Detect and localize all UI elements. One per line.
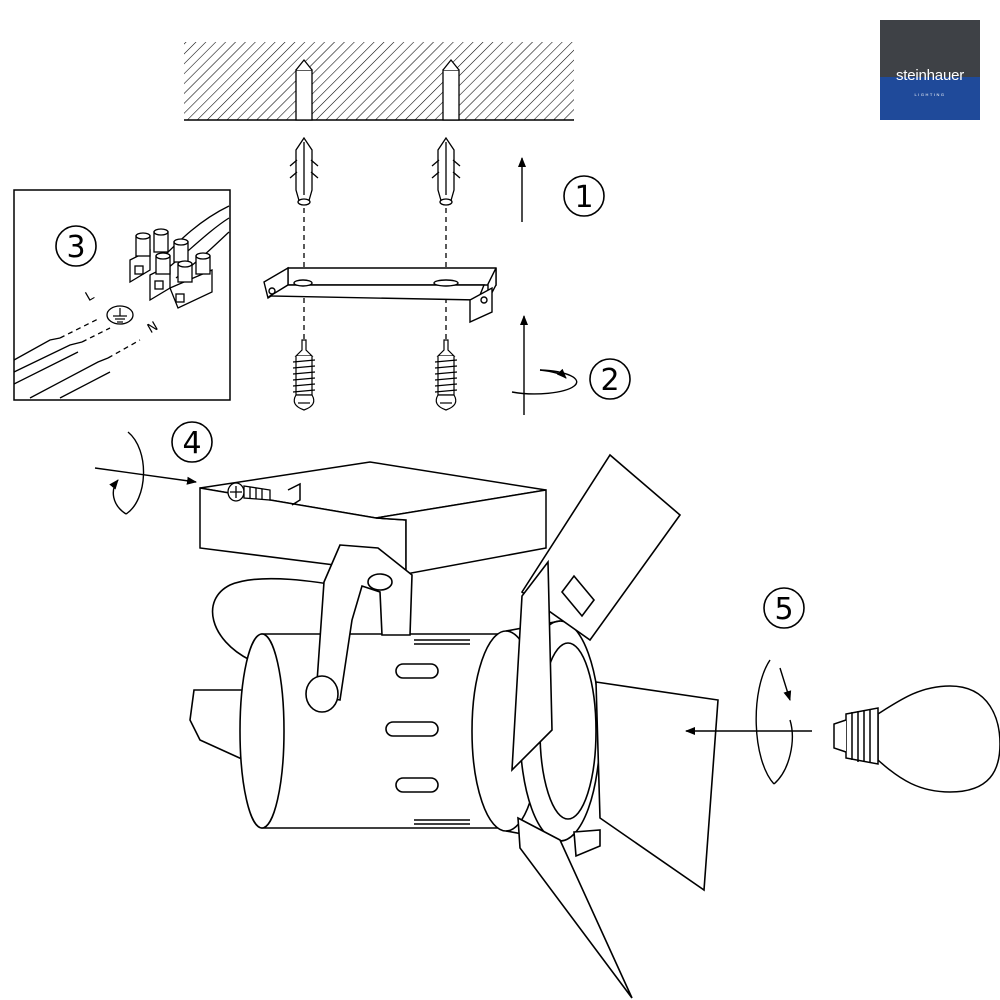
cover-screw: [227, 482, 271, 502]
step-1-marker: 1: [563, 175, 605, 217]
brand-logo-lower-band: [880, 77, 980, 120]
wall-plug-left: [289, 136, 319, 206]
svg-text:5: 5: [774, 592, 793, 627]
step-3-marker: 3: [55, 225, 97, 267]
svg-text:1: 1: [574, 180, 593, 215]
mounting-bracket: [263, 266, 497, 324]
step-5-marker: 5: [763, 587, 805, 629]
svg-text:3: 3: [66, 230, 85, 265]
ground-icon: [113, 308, 127, 323]
svg-text:4: 4: [182, 426, 201, 461]
screw-right: [434, 339, 458, 411]
ceiling: [184, 42, 574, 121]
step-4-marker: 4: [171, 421, 213, 463]
screw-left: [292, 339, 316, 411]
wiring-inset: L N: [13, 189, 231, 401]
brand-tagline: LIGHTING: [914, 92, 946, 97]
light-bulb: [833, 685, 1000, 793]
step-5-arrows: [685, 659, 812, 785]
brand-logo: steinhauer LIGHTING: [880, 20, 980, 120]
spotlight: [189, 453, 719, 999]
wall-plug-right: [431, 136, 461, 206]
step-4-arrows: [94, 431, 197, 515]
svg-text:2: 2: [600, 363, 619, 398]
canopy-box: [199, 461, 547, 575]
step-2-marker: 2: [589, 358, 631, 400]
brand-name: steinhauer: [895, 67, 965, 84]
step-2-arrows: [511, 315, 578, 415]
